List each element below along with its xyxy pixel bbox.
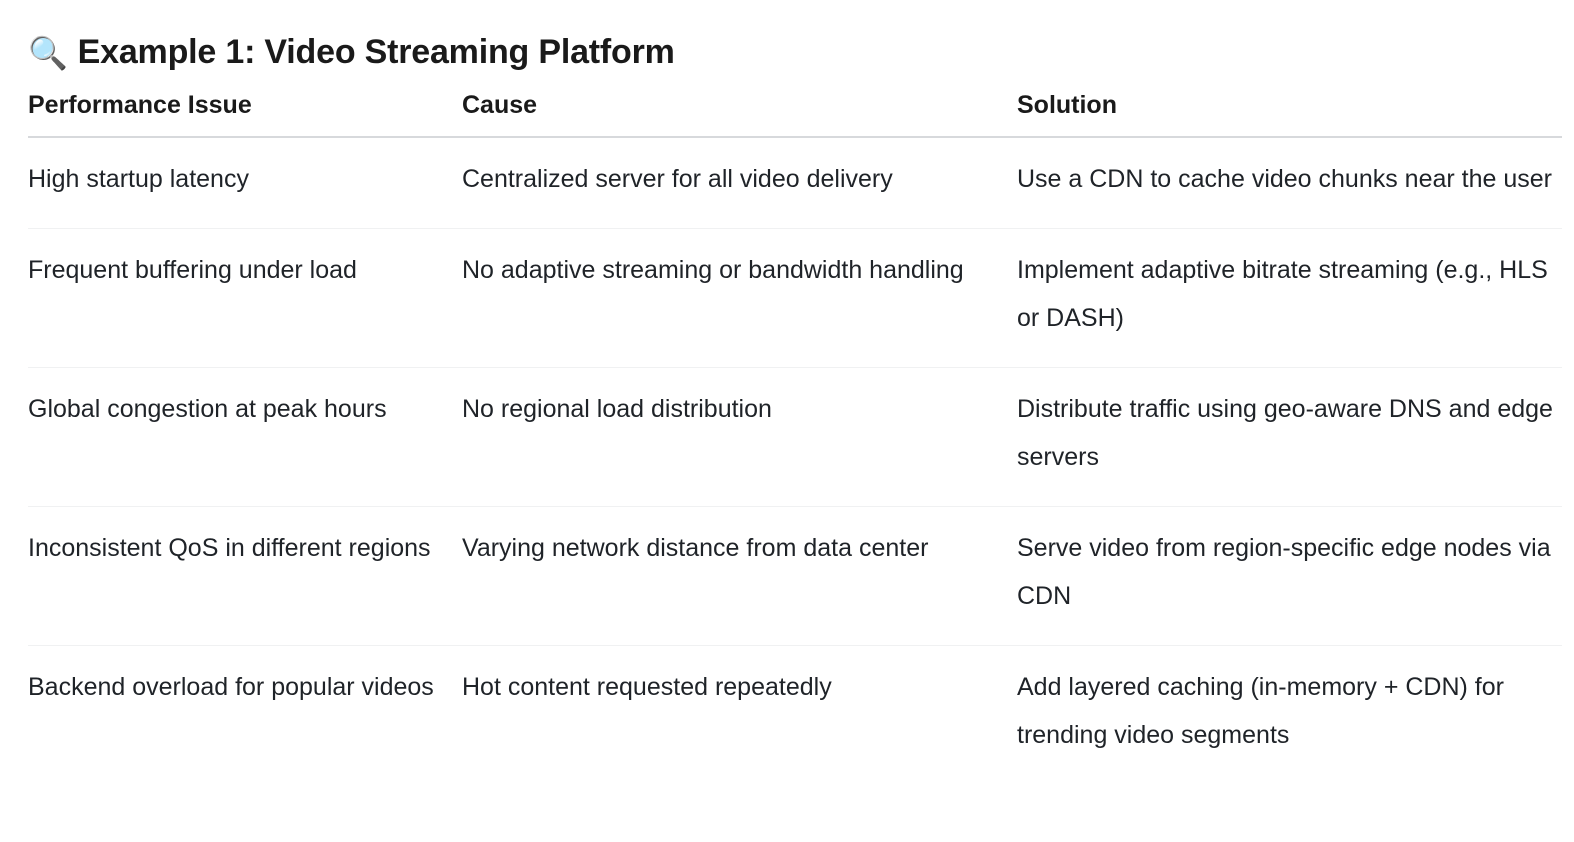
page-title: 🔍 Example 1: Video Streaming Platform [28, 27, 1548, 77]
table-row: Frequent buffering under load No adaptiv… [28, 228, 1562, 368]
column-header-performance-issue: Performance Issue [28, 84, 462, 138]
cell-solution: Distribute traffic using geo-aware DNS a… [1017, 367, 1562, 507]
cell-cause: Hot content requested repeatedly [462, 673, 832, 701]
table-row: Global congestion at peak hours No regio… [28, 367, 1562, 507]
cell-solution: Use a CDN to cache video chunks near the… [1017, 137, 1562, 229]
cell-solution: Add layered caching (in-memory + CDN) fo… [1017, 673, 1504, 749]
cell-performance-issue: Backend overload for popular videos [28, 673, 434, 701]
table-body: High startup latency Centralized server … [28, 137, 1562, 784]
cell-cause: No adaptive streaming or bandwidth handl… [462, 228, 1017, 368]
table-head: Performance Issue Cause Solution [28, 84, 1562, 138]
table-header-row: Performance Issue Cause Solution [28, 84, 1562, 138]
cell-cause: No regional load distribution [462, 367, 1017, 507]
cell-performance-issue: Global congestion at peak hours [28, 367, 462, 507]
performance-issues-table: Performance Issue Cause Solution High st… [28, 84, 1562, 784]
column-header-cause: Cause [462, 84, 1017, 138]
cell-cause: Varying network distance from data cente… [462, 506, 1017, 646]
cell-performance-issue: Frequent buffering under load [28, 228, 462, 368]
cell-performance-issue: Inconsistent QoS in different regions [28, 506, 462, 646]
magnifying-glass-icon: 🔍 [28, 34, 68, 71]
table-row: Inconsistent QoS in different regions Va… [28, 506, 1562, 646]
cell-cause: Centralized server for all video deliver… [462, 137, 1017, 229]
page-title-text: Example 1: Video Streaming Platform [77, 32, 675, 71]
column-header-solution: Solution [1017, 84, 1562, 138]
cell-solution: Serve video from region-specific edge no… [1017, 506, 1562, 646]
cell-performance-issue: High startup latency [28, 137, 462, 229]
table-row: High startup latency Centralized server … [28, 137, 1562, 229]
table-row: Backend overload for popular videos Hot … [28, 646, 1562, 785]
cell-solution: Implement adaptive bitrate streaming (e.… [1017, 228, 1562, 368]
